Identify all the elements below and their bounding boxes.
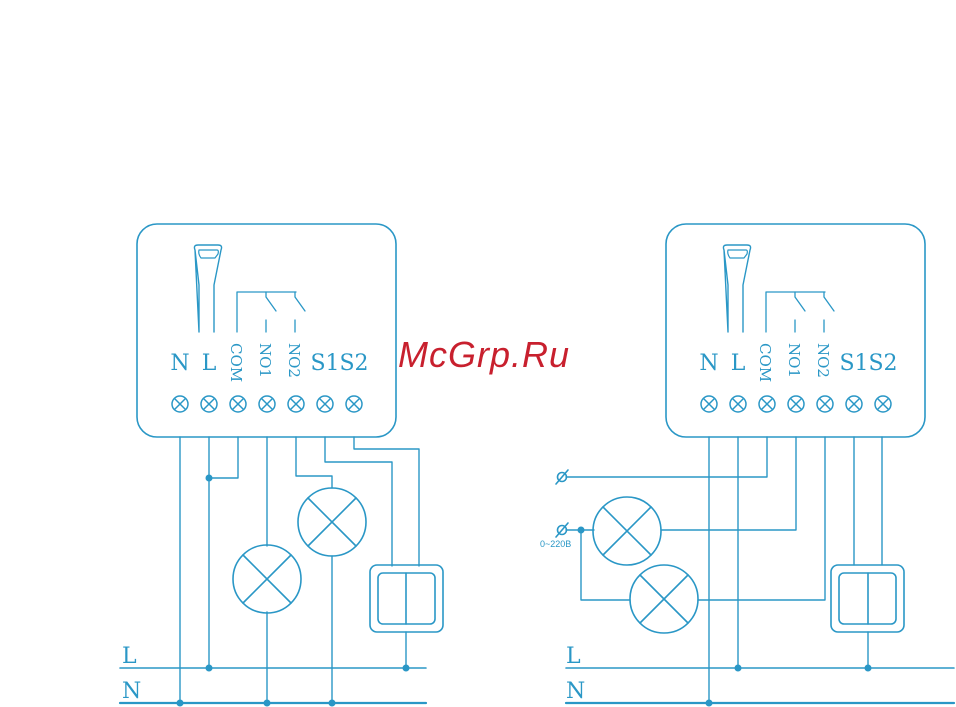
right-antenna-icon bbox=[723, 245, 750, 332]
terminal-label-s2: S2 bbox=[868, 351, 897, 376]
terminal-screw-icon bbox=[817, 396, 833, 412]
right-wires bbox=[566, 437, 882, 703]
left-terminal-screws bbox=[172, 396, 362, 412]
lamp-icon bbox=[630, 565, 698, 633]
terminal-screw-icon bbox=[172, 396, 188, 412]
terminal-screw-icon bbox=[288, 396, 304, 412]
watermark: McGrp.Ru bbox=[398, 334, 570, 375]
left-switch-icon bbox=[370, 565, 443, 632]
terminal-screw-icon bbox=[759, 396, 775, 412]
terminal-screw-icon bbox=[317, 396, 333, 412]
right-relay-contacts bbox=[766, 292, 834, 332]
terminal-label-com: COM bbox=[227, 343, 245, 382]
voltage-label: 0~220В bbox=[540, 539, 571, 549]
terminal-label-l: L bbox=[202, 351, 217, 376]
terminal-label-no2: NO2 bbox=[285, 343, 303, 378]
source-terminal-icon bbox=[556, 523, 568, 537]
terminal-screw-icon bbox=[201, 396, 217, 412]
right-junction-dots bbox=[578, 527, 872, 707]
terminal-label-s1: S1 bbox=[310, 351, 339, 376]
right-l-bus-label: L bbox=[566, 644, 581, 669]
terminal-screw-icon bbox=[259, 396, 275, 412]
lamp-icon bbox=[593, 497, 661, 565]
terminal-screw-icon bbox=[846, 396, 862, 412]
terminal-screw-icon bbox=[346, 396, 362, 412]
terminal-label-s2: S2 bbox=[339, 351, 368, 376]
lamp-icon bbox=[233, 545, 301, 613]
right-terminal-screws bbox=[701, 396, 891, 412]
terminal-label-n: N bbox=[170, 351, 189, 376]
right-n-bus-label: N bbox=[566, 679, 585, 704]
lamp-icon bbox=[298, 488, 366, 556]
right-diagram bbox=[556, 224, 954, 707]
terminal-label-com: COM bbox=[756, 343, 774, 382]
terminal-screw-icon bbox=[730, 396, 746, 412]
terminal-label-no1: NO1 bbox=[785, 343, 803, 378]
terminal-label-s1: S1 bbox=[839, 351, 868, 376]
left-relay-contacts bbox=[237, 292, 305, 332]
left-diagram bbox=[120, 224, 443, 707]
terminal-label-no1: NO1 bbox=[256, 343, 274, 378]
left-n-bus-label: N bbox=[122, 679, 141, 704]
terminal-screw-icon bbox=[875, 396, 891, 412]
terminal-label-n: N bbox=[699, 351, 718, 376]
left-antenna-icon bbox=[194, 245, 221, 332]
terminal-screw-icon bbox=[230, 396, 246, 412]
terminal-screw-icon bbox=[788, 396, 804, 412]
left-l-bus-label: L bbox=[122, 644, 137, 669]
right-switch-icon bbox=[831, 565, 904, 632]
terminal-screw-icon bbox=[701, 396, 717, 412]
left-junction-dots bbox=[177, 475, 410, 707]
terminal-label-l: L bbox=[731, 351, 746, 376]
source-terminal-icon bbox=[556, 470, 568, 484]
terminal-label-no2: NO2 bbox=[814, 343, 832, 378]
